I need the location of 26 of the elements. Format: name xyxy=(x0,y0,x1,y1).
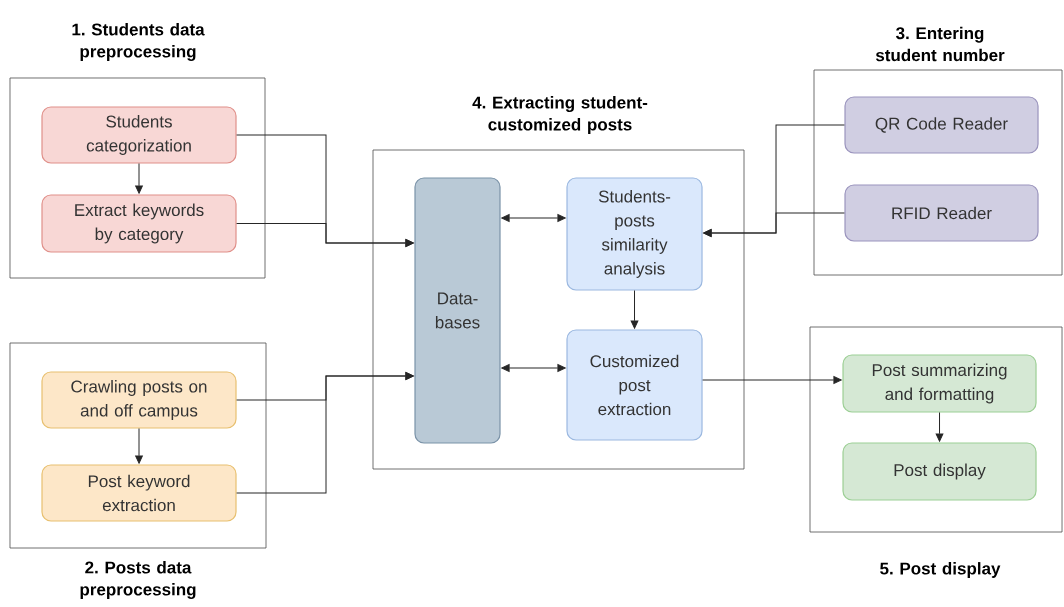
arrow xyxy=(935,412,944,442)
arrow xyxy=(703,212,845,237)
arrow xyxy=(135,163,143,194)
process-box: Extract keywords by category xyxy=(41,194,237,253)
process-box: Post keyword extraction xyxy=(41,464,237,522)
database-box: Data-bases xyxy=(414,177,501,444)
arrow xyxy=(236,223,414,247)
group-heading: 5. Post display xyxy=(880,562,1001,578)
process-box: Crawling posts on and off campus xyxy=(41,371,237,429)
process-box: Customized post extraction xyxy=(566,329,703,441)
process-box: Students categorization xyxy=(41,106,237,164)
arrow xyxy=(236,372,414,494)
process-box: Post summarizing and formatting xyxy=(842,354,1037,413)
group-heading: 3. Entering student number xyxy=(875,26,1005,62)
process-box: Post display xyxy=(842,442,1037,501)
arrow xyxy=(135,428,143,464)
process-box: Students-posts similarity analysis xyxy=(566,177,703,291)
arrow xyxy=(630,290,639,329)
arrow xyxy=(501,364,566,372)
process-box: RFID Reader xyxy=(844,184,1039,242)
group-heading: 4. Extracting student-customized posts xyxy=(472,96,648,134)
group-heading: 1. Students data preprocessing xyxy=(72,23,205,61)
group-heading: 2. Posts data preprocessing xyxy=(80,561,196,599)
process-box: QR Code Reader xyxy=(844,96,1039,154)
arrow xyxy=(501,214,566,222)
arrow xyxy=(702,376,842,384)
